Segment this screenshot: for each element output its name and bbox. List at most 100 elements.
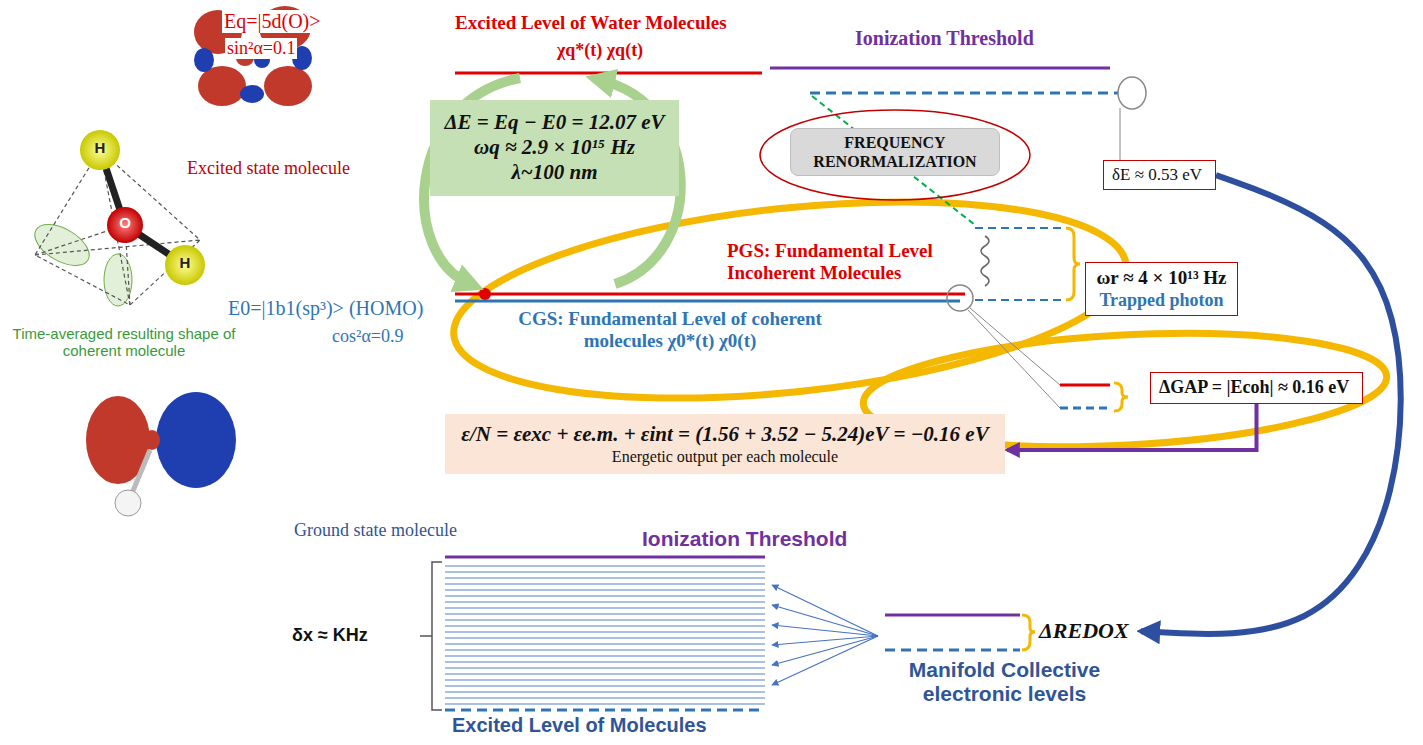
level-name: Excited Level of Molecules xyxy=(450,714,709,737)
level-manifold xyxy=(445,709,765,712)
energy-level xyxy=(1060,407,1110,410)
renormalization-guide xyxy=(981,236,989,286)
level-name: Excited Level of Water Molecules xyxy=(453,12,729,34)
node-text: ΔREDOX xyxy=(1039,618,1133,644)
output-arrow xyxy=(1007,404,1257,450)
ground-orbital xyxy=(86,392,236,516)
node-text: ωr ≈ 4 × 10¹³ Hz xyxy=(1094,267,1229,290)
process-box: FREQUENCY RENORMALIZATION xyxy=(790,128,1000,176)
level-manifold xyxy=(885,614,1020,617)
level-manifold xyxy=(445,625,765,627)
node-text: ΔE = Eq − E0 = 12.07 eV xyxy=(442,110,667,135)
level-manifold xyxy=(445,679,765,681)
atom-label: H xyxy=(175,254,195,271)
level-manifold xyxy=(445,566,765,704)
state-label: E0=|1b1(sp³)> (HOMO) xyxy=(226,297,425,320)
highlight-ellipse xyxy=(444,173,1136,427)
value-box: ΔGAP = |Ecoh| ≈ 0.16 eV xyxy=(1150,372,1363,404)
node-text: δE ≈ 0.53 eV xyxy=(1112,165,1207,185)
level-manifold xyxy=(445,667,765,669)
node-text: ε/N = εexc + εe.m. + εint = (1.56 + 3.52… xyxy=(459,422,991,447)
level-manifold xyxy=(445,595,765,597)
coherent-molecule xyxy=(28,216,96,274)
level-manifold xyxy=(445,619,765,621)
state-weight: sin²α=0.1 xyxy=(225,38,297,59)
level-manifold xyxy=(772,585,878,636)
energy-level xyxy=(1060,384,1110,387)
level-manifold xyxy=(445,655,765,657)
level-manifold xyxy=(445,643,765,645)
excited-orbital xyxy=(264,66,312,106)
level-manifold xyxy=(445,649,765,651)
level-manifold xyxy=(445,691,765,693)
excited-orbital xyxy=(194,48,214,72)
value-box: ωr ≈ 4 × 10¹³ HzTrapped photon xyxy=(1085,262,1238,316)
level-manifold xyxy=(1022,615,1035,650)
node-text: λ~100 nm xyxy=(442,160,667,185)
energy-level xyxy=(455,293,965,296)
value-box: δE ≈ 0.53 eV xyxy=(1103,160,1216,190)
excited-orbital xyxy=(198,66,246,106)
energy-level xyxy=(770,67,1110,70)
redox-arrow xyxy=(1141,175,1401,634)
level-manifold xyxy=(445,631,765,633)
spacing-label: δx ≈ KHz xyxy=(290,625,370,646)
level-manifold xyxy=(772,636,878,685)
state-weight: cos²α=0.9 xyxy=(330,326,405,347)
node-text: ΔGAP = |Ecoh| ≈ 0.16 eV xyxy=(1159,377,1354,399)
level-manifold xyxy=(885,649,1020,652)
gap-label: ΔREDOX xyxy=(1035,618,1137,644)
node-text: Energetic output per each molecule xyxy=(459,447,991,466)
level-manifold xyxy=(445,697,765,699)
level-manifold xyxy=(445,613,765,615)
orbital-caption: Excited state molecule xyxy=(185,158,352,179)
renormalization-guide xyxy=(1066,228,1080,300)
formula-box: ε/N = εexc + εe.m. + εint = (1.56 + 3.52… xyxy=(445,414,1005,474)
renormalization-guide xyxy=(968,308,1060,408)
coherent-molecule xyxy=(165,245,205,285)
level-manifold xyxy=(445,637,765,639)
level-manifold xyxy=(445,583,765,585)
level-manifold xyxy=(445,685,765,687)
level-name: Ionization Threshold xyxy=(640,527,849,551)
orbital-caption: Ground state molecule xyxy=(292,520,459,541)
level-manifold xyxy=(772,585,878,685)
level-manifold xyxy=(445,565,765,567)
state-label: Eq=|5d(O)> xyxy=(222,10,323,33)
renormalization-guide xyxy=(975,228,1065,300)
node-text: FREQUENCY RENORMALIZATION xyxy=(797,133,993,171)
level-manifold xyxy=(772,625,878,636)
level-name: CGS: Fundamental Level of coherent molec… xyxy=(500,308,840,352)
coherent-molecule xyxy=(80,130,120,170)
energy-level xyxy=(455,72,762,75)
level-manifold xyxy=(445,661,765,663)
energy-level xyxy=(479,288,491,300)
level-manifold xyxy=(445,556,765,559)
renormalization-guide xyxy=(947,285,973,311)
level-manifold xyxy=(420,562,442,710)
molecule-caption: Time-averaged resulting shape of coheren… xyxy=(8,325,240,360)
coherent-molecule xyxy=(107,207,143,243)
level-manifold xyxy=(445,571,765,573)
coherent-molecule xyxy=(28,130,205,306)
level-manifold xyxy=(445,601,765,603)
level-manifold xyxy=(445,703,765,705)
level-manifold xyxy=(445,607,765,609)
level-name: Ionization Threshold xyxy=(853,27,1036,50)
atom-label: O xyxy=(115,214,135,231)
renormalization-guide xyxy=(1114,383,1128,411)
excited-orbital xyxy=(240,85,264,103)
level-manifold xyxy=(445,589,765,591)
level-manifold xyxy=(445,673,765,675)
renormalization-guide xyxy=(1118,77,1146,109)
node-text: Trapped photon xyxy=(1094,290,1229,312)
level-manifold xyxy=(772,605,878,636)
level-manifold xyxy=(445,577,765,579)
wavefunction: χq*(t) χq(t) xyxy=(555,40,645,61)
ground-orbital xyxy=(156,392,236,488)
renormalization-guide xyxy=(1120,108,1121,160)
energy-level xyxy=(810,92,1118,95)
level-name: PGS: Fundamental Level Incoherent Molecu… xyxy=(725,240,970,284)
node-text: ωq ≈ 2.9 × 10¹⁵ Hz xyxy=(442,135,667,160)
